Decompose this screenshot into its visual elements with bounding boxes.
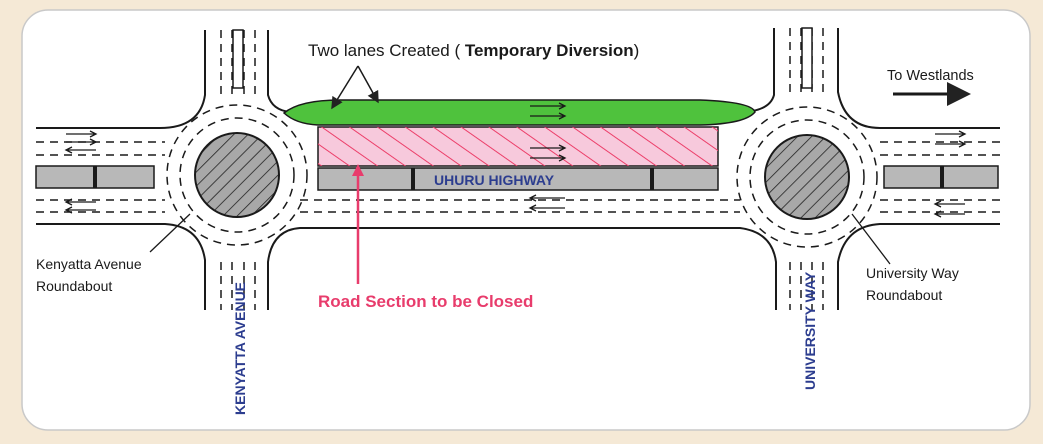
kenyatta-roundabout-label-line2: Roundabout	[36, 278, 112, 294]
median-ticks	[93, 166, 944, 190]
closed-section-hatch	[318, 127, 718, 166]
university-roundabout-label-line2: Roundabout	[866, 287, 942, 303]
university-north-median	[801, 27, 813, 89]
kenyatta-leader-line	[149, 213, 191, 253]
kenyatta-roundabout-label-line1: Kenyatta Avenue	[36, 256, 142, 272]
university-roundabout-label-line1: University Way	[866, 265, 959, 281]
diversion-pointers	[331, 65, 379, 110]
highway-name: UHURU HIGHWAY	[434, 172, 555, 188]
map-panel	[21, 9, 1031, 431]
university-way-label: UNIVERSITY WAY	[802, 271, 818, 390]
university-roundabout	[736, 106, 878, 248]
median-center	[317, 167, 719, 191]
lane-arrows	[64, 102, 967, 218]
kenyatta-north-median	[232, 29, 244, 89]
closure-pointer	[352, 164, 364, 284]
kenyatta-avenue-label: KENYATTA AVENUE	[232, 282, 248, 415]
closure-label: Road Section to be Closed	[318, 292, 533, 311]
university-leader-line	[851, 213, 891, 265]
temporary-diversion	[282, 99, 756, 126]
kenyatta-roundabout	[166, 104, 308, 246]
diversion-label: Two lanes Created ( Temporary Diversion)	[308, 41, 639, 60]
westlands-label: To Westlands	[887, 68, 974, 84]
